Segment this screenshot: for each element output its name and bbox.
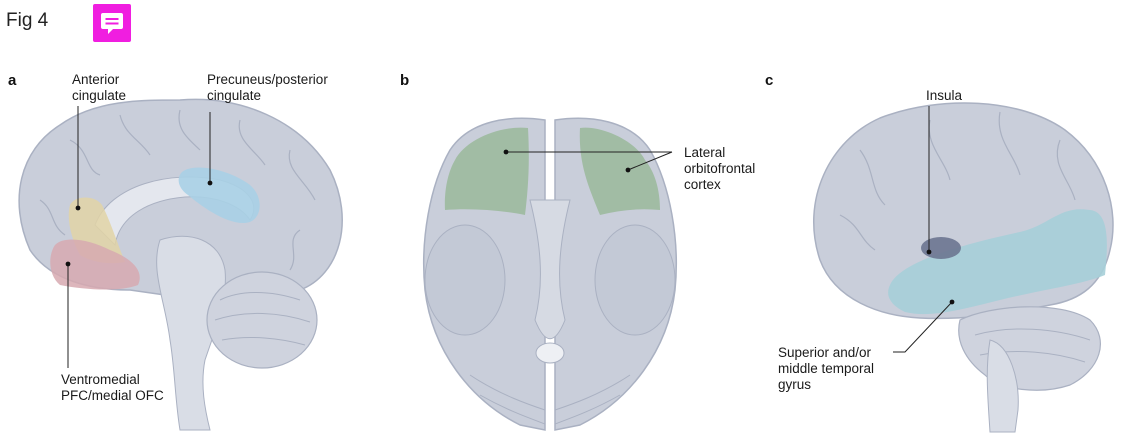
label-vmpfc: Ventromedial PFC/medial OFC [61, 372, 164, 404]
label-precuneus: Precuneus/posterior cingulate [207, 72, 328, 104]
label-temporal-gyrus: Superior and/or middle temporal gyrus [778, 345, 874, 393]
panel-c-region-insula [921, 237, 961, 259]
label-insula: Insula [926, 88, 962, 104]
label-lofc: Lateral orbitofrontal cortex [684, 145, 755, 193]
panel-c-cerebellum [959, 307, 1101, 390]
label-anterior-cingulate: Anterior cingulate [72, 72, 126, 104]
